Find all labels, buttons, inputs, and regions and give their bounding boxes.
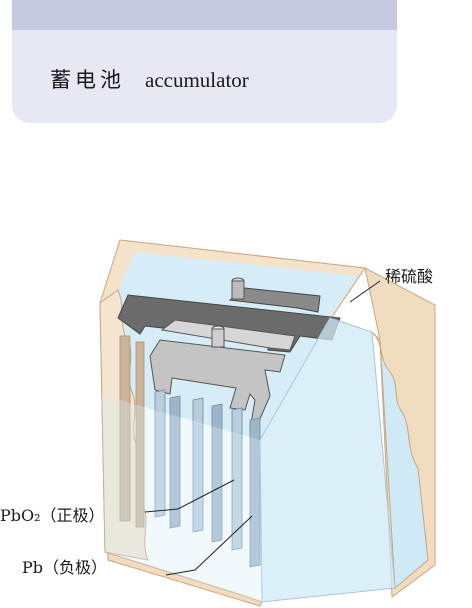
term-card: 蓄电池 accumulator — [12, 0, 397, 123]
front-terminal-body — [211, 328, 225, 348]
positive-leader-line — [144, 479, 235, 513]
plate-4 — [211, 403, 223, 543]
plate-5 — [231, 407, 243, 551]
negative-electrode-label: Pb（负极） — [22, 558, 108, 577]
case-front-left-face — [102, 395, 262, 602]
term-title: 蓄电池 accumulator — [50, 64, 249, 94]
negative-leader-line — [165, 515, 253, 576]
electrolyte-label: 稀硫酸 — [385, 267, 434, 286]
term-card-header-bar — [12, 0, 397, 30]
positive-electrode-label: PbO₂（正极） — [0, 506, 105, 525]
front-connector-ridge — [160, 319, 296, 351]
term-chinese: 蓄电池 — [50, 68, 125, 92]
front-connector-bar — [149, 339, 286, 431]
case-right-cutaway — [371, 331, 429, 590]
term-english: accumulator — [145, 68, 249, 92]
back-plate-left — [119, 335, 131, 522]
plate-3 — [192, 397, 204, 533]
electrolyte-leader-line — [349, 280, 381, 303]
plate-1 — [154, 389, 166, 518]
back-terminal-body — [231, 280, 245, 300]
back-plate-left-2 — [135, 341, 145, 528]
plate-2 — [169, 395, 181, 529]
case-front-face — [259, 317, 396, 603]
